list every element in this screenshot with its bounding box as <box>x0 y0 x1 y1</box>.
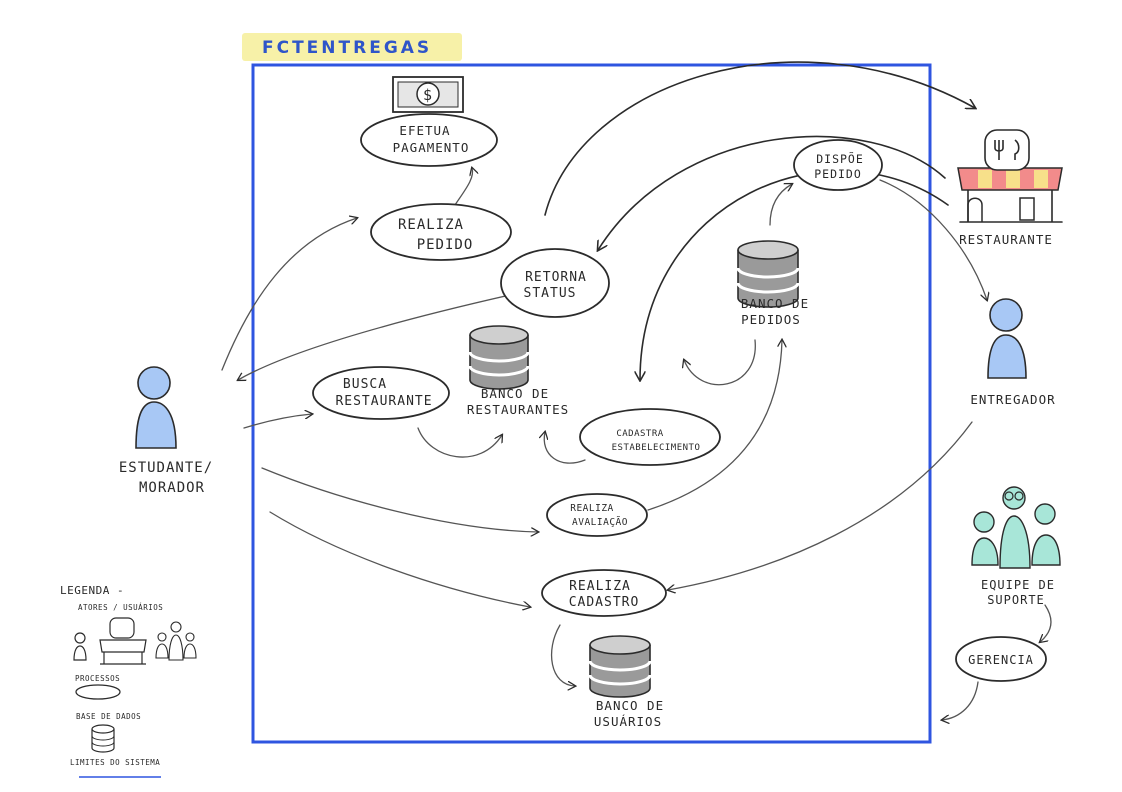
flow-arrows <box>221 61 1052 720</box>
glasses-icon <box>1004 491 1024 501</box>
legend-system-limits-label: LIMITES DO SISTEMA <box>70 758 160 767</box>
legend-process-shape <box>75 684 121 700</box>
legend-databases-label: BASE DE DADOS <box>76 712 141 721</box>
fork-knife-icon <box>994 139 1020 160</box>
legend-actors-label: ATORES / USUÁRIOS <box>78 603 163 612</box>
actor-student: ESTUDANTE/MORADOR <box>119 366 213 496</box>
label-entregador: ENTREGADOR <box>970 392 1055 407</box>
title-highlight <box>242 33 462 61</box>
actor-restaurant: RESTAURANTE <box>957 129 1063 247</box>
money-bill-icon: $ <box>392 76 464 113</box>
legend-processes-label: PROCESSOS <box>75 674 120 683</box>
legend-actors-icons <box>73 617 197 665</box>
label-pagamento: PAGAMENTO <box>393 140 470 155</box>
legend-database-shape <box>91 724 115 753</box>
process-efetua-pagamento: EFETUA PAGAMENTO <box>360 113 498 167</box>
system-boundary <box>251 63 932 744</box>
process-gerencia: GERENCIA <box>955 636 1047 682</box>
svg-text:ESTUDANTE/MORADOR: ESTUDANTE/MORADOR <box>119 460 213 496</box>
label-efetua: EFETUA <box>399 123 450 138</box>
legend-heading: LEGENDA - <box>60 584 124 597</box>
legend: LEGENDA - ATORES / USUÁRIOS PROCESSOS BA… <box>60 584 197 778</box>
diagram-title: FCTENTREGAS <box>262 38 432 58</box>
label-restaurante: RESTAURANTE <box>959 232 1053 247</box>
svg-text:$: $ <box>423 86 433 104</box>
label-gerencia: GERENCIA <box>968 653 1034 667</box>
actor-courier: ENTREGADOR <box>970 298 1055 407</box>
